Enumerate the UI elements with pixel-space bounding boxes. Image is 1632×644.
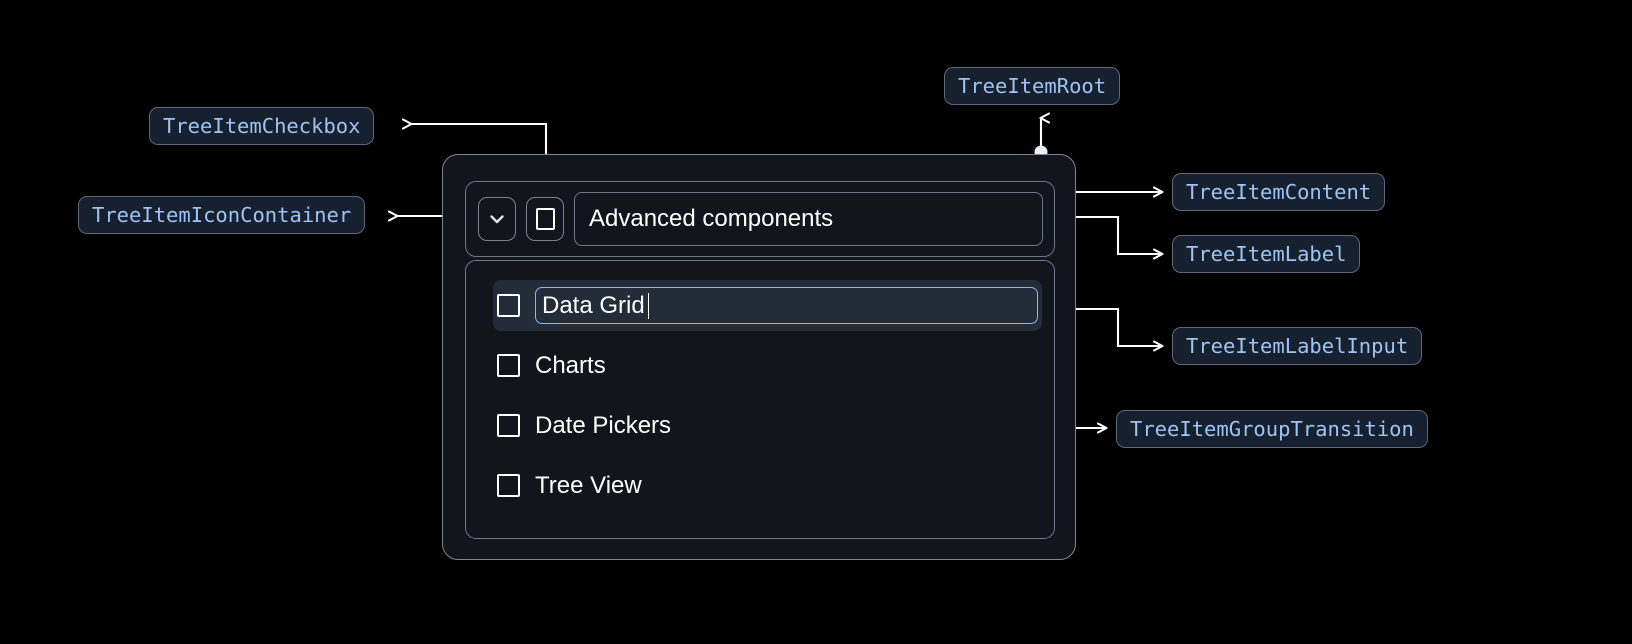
- annotation-label: TreeItemLabelInput: [1186, 333, 1409, 358]
- tree-item-label-text: Advanced components: [589, 205, 834, 232]
- annotation-chip-tree-item-root: TreeItemRoot: [944, 67, 1121, 105]
- tree-item-label[interactable]: Advanced components: [574, 192, 1043, 246]
- tree-item-label-text: Charts: [535, 351, 606, 379]
- tree-item-label-text: Tree View: [535, 471, 642, 499]
- annotation-label: TreeItemContent: [1186, 179, 1372, 204]
- tree-item-label-text: Date Pickers: [535, 411, 672, 439]
- tree-item-child-charts[interactable]: Charts: [493, 340, 1042, 391]
- tree-item-icon-container[interactable]: [478, 197, 516, 241]
- annotation-chip-tree-item-label-input: TreeItemLabelInput: [1172, 327, 1423, 365]
- checkbox-unchecked-icon[interactable]: [497, 294, 520, 317]
- text-caret: [647, 292, 650, 319]
- tree-item-label-input[interactable]: Data Grid: [535, 287, 1038, 324]
- checkbox-unchecked-icon[interactable]: [497, 354, 520, 377]
- checkbox-unchecked-icon: [535, 208, 555, 230]
- annotation-label: TreeItemCheckbox: [163, 113, 361, 138]
- annotation-label: TreeItemRoot: [958, 73, 1107, 98]
- checkbox-unchecked-icon[interactable]: [497, 474, 520, 497]
- annotation-label: TreeItemGroupTransition: [1130, 416, 1414, 441]
- tree-item-checkbox[interactable]: [526, 197, 564, 241]
- tree-item-root[interactable]: Advanced components Data Grid Charts Dat…: [442, 154, 1076, 560]
- tree-item-child-data-grid[interactable]: Data Grid: [493, 280, 1042, 331]
- tree-item-group-transition: Data Grid Charts Date Pickers Tree View: [465, 260, 1055, 539]
- tree-item-label-input-value: Data Grid: [542, 291, 645, 319]
- annotation-label: TreeItemLabel: [1186, 241, 1347, 266]
- tree-item-content[interactable]: Advanced components: [465, 181, 1055, 257]
- checkbox-unchecked-icon[interactable]: [497, 414, 520, 437]
- annotation-label: TreeItemIconContainer: [92, 202, 352, 227]
- annotation-chip-tree-item-label: TreeItemLabel: [1172, 235, 1361, 273]
- annotation-chip-tree-item-icon-container: TreeItemIconContainer: [78, 196, 366, 234]
- chevron-down-icon: [485, 207, 509, 231]
- annotation-chip-tree-item-group-transition: TreeItemGroupTransition: [1116, 410, 1428, 448]
- tree-item-child-tree-view[interactable]: Tree View: [493, 460, 1042, 511]
- annotation-chip-tree-item-content: TreeItemContent: [1172, 173, 1386, 211]
- annotation-chip-tree-item-checkbox: TreeItemCheckbox: [149, 107, 375, 145]
- tree-item-child-date-pickers[interactable]: Date Pickers: [493, 400, 1042, 451]
